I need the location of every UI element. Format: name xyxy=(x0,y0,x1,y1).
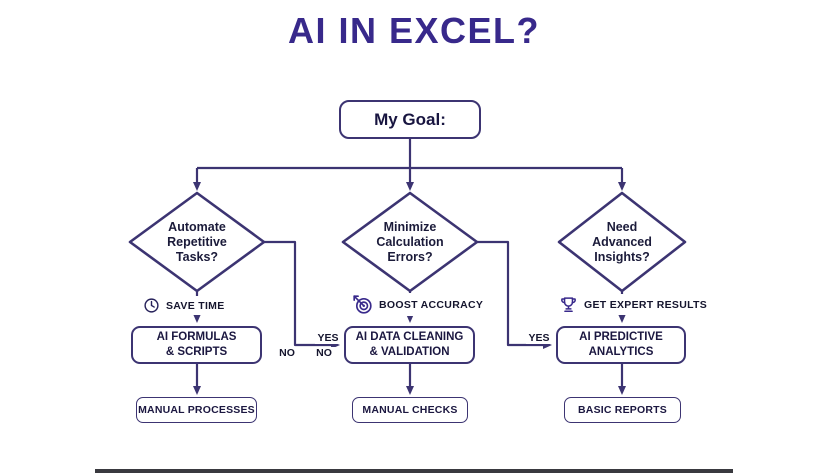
edge-label-no-center: NO xyxy=(311,347,337,359)
question-advanced-insights: Need Advanced Insights? xyxy=(592,220,652,264)
target-icon xyxy=(353,295,372,314)
ai-option-data-cleaning: AI DATA CLEANING & VALIDATION xyxy=(344,326,475,364)
question-calculation-errors: Minimize Calculation Errors? xyxy=(376,220,444,264)
manual-option-processes: MANUAL PROCESSES xyxy=(136,397,257,423)
bypass-left-connector xyxy=(264,240,340,349)
benefit-label-expert-results: GET EXPERT RESULTS xyxy=(584,298,708,311)
page-title: AI IN EXCEL? xyxy=(287,10,541,51)
benefit-boost-accuracy: BOOST ACCURACY xyxy=(349,293,487,316)
goal-box: My Goal: xyxy=(339,100,481,139)
edge-label-yes-center: YES xyxy=(315,332,341,344)
bottom-crop-bar xyxy=(95,469,733,473)
clock-icon xyxy=(144,298,159,313)
benefit-expert-results: GET EXPERT RESULTS xyxy=(556,294,711,315)
edge-label-no-left: NO xyxy=(274,347,300,359)
manual-option-checks: MANUAL CHECKS xyxy=(352,397,468,423)
edge-label-yes-right: YES xyxy=(526,332,552,344)
decision-diamond-insights xyxy=(557,191,687,293)
benefit-label-boost-accuracy: BOOST ACCURACY xyxy=(379,298,484,311)
ai-option-formulas-scripts: AI FORMULAS & SCRIPTS xyxy=(131,326,262,364)
benefit-save-time: SAVE TIME xyxy=(140,296,228,315)
manual-option-basic-reports: BASIC REPORTS xyxy=(564,397,681,423)
ai-option-predictive-analytics: AI PREDICTIVE ANALYTICS xyxy=(556,326,686,364)
trophy-icon xyxy=(561,297,576,312)
bypass-right-connector xyxy=(477,240,552,349)
goal-label: My Goal: xyxy=(374,109,446,129)
benefit-label-save-time: SAVE TIME xyxy=(166,299,225,312)
question-automate-tasks: Automate Repetitive Tasks? xyxy=(167,220,227,264)
